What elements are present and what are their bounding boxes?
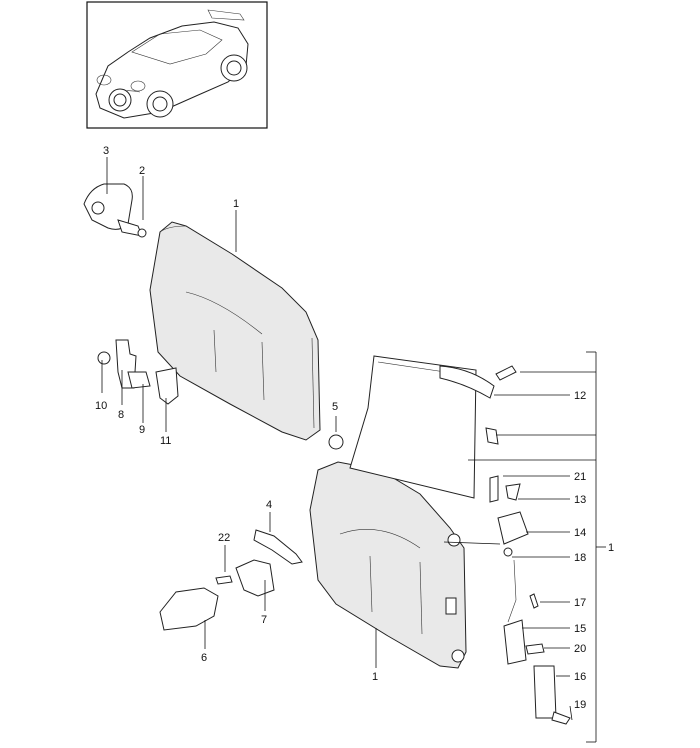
callout-2: 2 <box>139 165 145 177</box>
hinge-cover-lower <box>159 587 219 631</box>
callout-19: 19 <box>574 699 586 711</box>
backrest-upper <box>149 221 321 441</box>
pivot-bolt <box>117 219 147 238</box>
car-illustration <box>95 9 249 119</box>
callout-20: 20 <box>574 643 586 655</box>
callout-8: 8 <box>118 409 124 421</box>
back-panel <box>349 355 477 499</box>
callout-21: 21 <box>574 471 586 483</box>
hinge-cover <box>83 183 133 230</box>
hinge-bracket <box>235 559 275 597</box>
clip-right <box>485 427 499 445</box>
small-screw <box>215 575 233 585</box>
callout-22: 22 <box>218 532 230 544</box>
callout-17: 17 <box>574 597 586 609</box>
vehicle-thumbnail <box>86 1 268 129</box>
callout-5: 5 <box>332 401 338 413</box>
latch-assembly <box>489 475 571 725</box>
callout-12: 12 <box>574 390 586 402</box>
callout-labels: 3 2 1 10 8 9 11 5 12 21 13 14 18 1 4 22 … <box>95 145 614 711</box>
leader-lines <box>101 157 606 743</box>
push-button <box>328 434 344 450</box>
callout-11: 11 <box>160 435 171 447</box>
screw-top <box>495 365 517 381</box>
callout-14: 14 <box>574 527 586 539</box>
callout-1-lower: 1 <box>372 671 378 683</box>
callout-16: 16 <box>574 671 586 683</box>
callout-6: 6 <box>201 652 207 664</box>
callout-15: 15 <box>574 623 586 635</box>
callout-1-group: 1 <box>608 542 614 554</box>
backrest-lower <box>309 461 467 669</box>
callout-3: 3 <box>103 145 109 157</box>
callout-1: 1 <box>233 198 239 210</box>
grab-handle <box>439 365 495 399</box>
callout-9: 9 <box>139 424 145 436</box>
callout-18: 18 <box>574 552 586 564</box>
release-bracket <box>97 339 179 405</box>
callout-13: 13 <box>574 494 586 506</box>
rail-bracket <box>253 529 303 565</box>
callout-7: 7 <box>261 614 267 626</box>
callout-10: 10 <box>95 400 107 412</box>
callout-4: 4 <box>266 499 272 511</box>
